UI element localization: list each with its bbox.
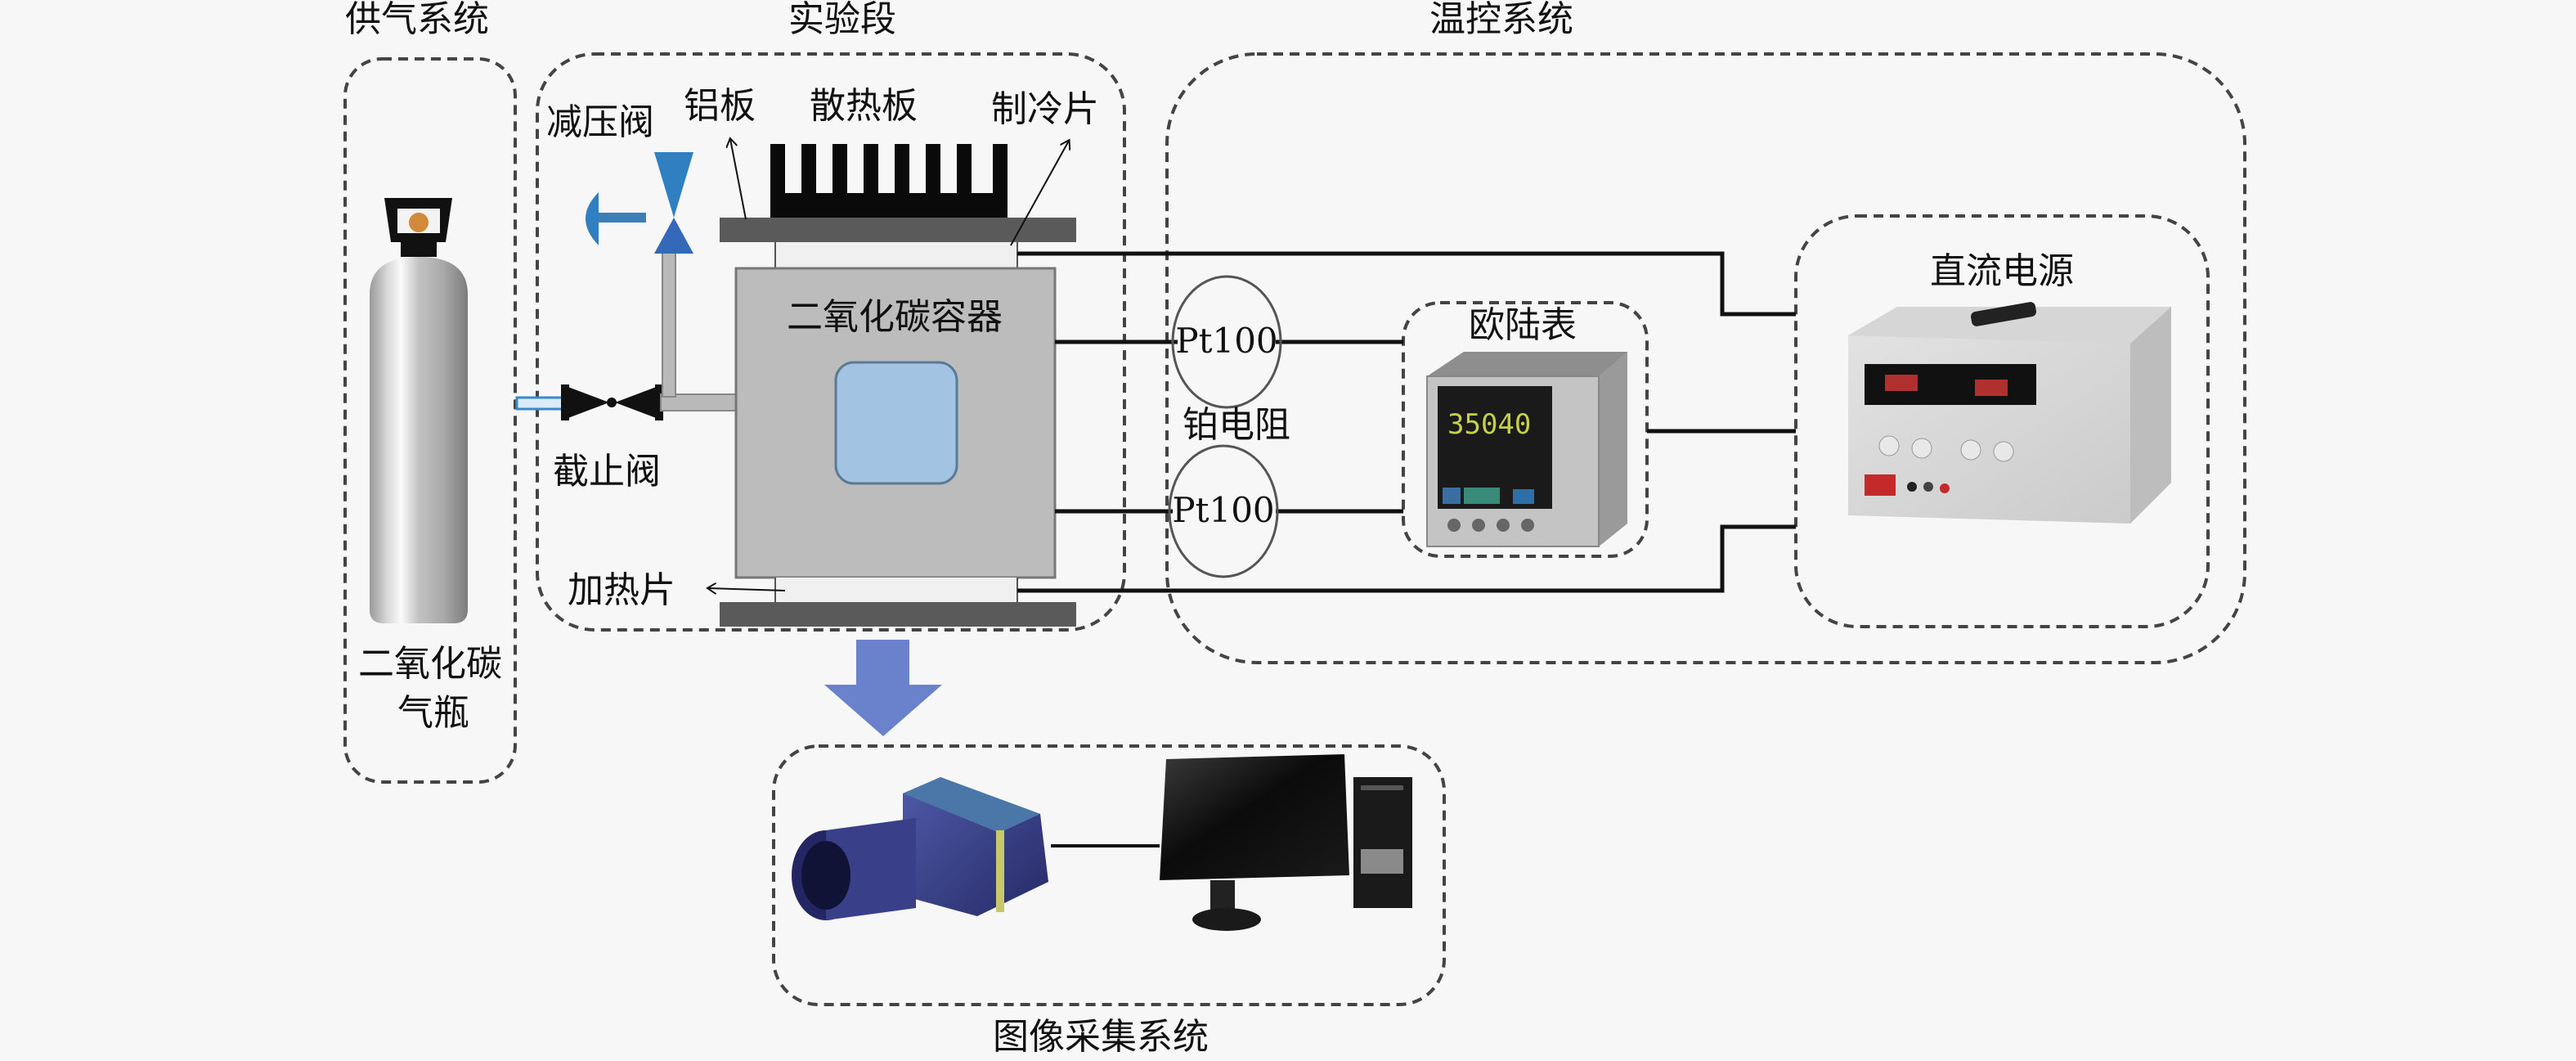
flow-arrow-down-icon	[824, 640, 942, 736]
controller-display-value: 35040	[1447, 408, 1531, 441]
pt100-bottom-label: Pt100	[1172, 490, 1275, 530]
shutoff-valve-icon	[561, 384, 663, 420]
temperature-control-border	[1165, 52, 2246, 664]
co2-cylinder	[370, 198, 468, 623]
heat-sink-label: 散热板	[810, 85, 918, 127]
heating-plate	[775, 578, 1017, 602]
cylinder-label-line2: 气瓶	[397, 692, 469, 734]
heat-sink	[770, 144, 1008, 218]
gas-supply-title: 供气系统	[345, 0, 489, 40]
cylinder-label-line1: 二氧化碳	[358, 643, 502, 685]
aluminum-plate-bottom	[720, 602, 1076, 627]
pt100-top-label: Pt100	[1175, 321, 1278, 361]
aluminum-plate-top	[720, 218, 1076, 242]
cooling-plate	[775, 242, 1017, 270]
dc-power-label: 直流电源	[1930, 250, 2074, 292]
dc-power-supply-icon	[1848, 302, 2171, 524]
camera-icon	[792, 777, 1048, 920]
omron-meter-label: 欧陆表	[1469, 304, 1577, 346]
dc-power-border	[1794, 214, 2210, 628]
observation-window	[834, 361, 958, 485]
test-section-title: 实验段	[788, 0, 896, 40]
heating-plate-label: 加热片	[568, 569, 675, 611]
pt100-sensor-bottom	[1168, 444, 1279, 578]
image-acquisition-border	[772, 744, 1446, 1006]
shutoff-valve-label: 截止阀	[553, 451, 661, 492]
computer-icon	[1160, 754, 1412, 931]
wires	[1017, 251, 1796, 593]
gas-pipe	[660, 241, 737, 411]
platinum-resistor-label: 铂电阻	[1183, 404, 1290, 446]
co2-container-label: 二氧化碳容器	[787, 296, 1003, 338]
aluminum-plate-label: 铝板	[684, 85, 756, 127]
cooling-plate-label: 制冷片	[991, 88, 1099, 130]
temperature-control-title: 温控系统	[1429, 0, 1573, 40]
label-pointers	[708, 139, 1069, 591]
pt100-sensor-top	[1171, 275, 1282, 409]
pressure-reducing-valve-icon	[586, 152, 693, 254]
gas-supply-border	[343, 57, 517, 784]
image-acquisition-title: 图像采集系统	[993, 1016, 1209, 1058]
gas-inlet-pipe	[515, 396, 566, 411]
pressure-reducing-valve-label: 减压阀	[546, 101, 654, 143]
omron-controller-icon: 35040	[1426, 352, 1627, 547]
